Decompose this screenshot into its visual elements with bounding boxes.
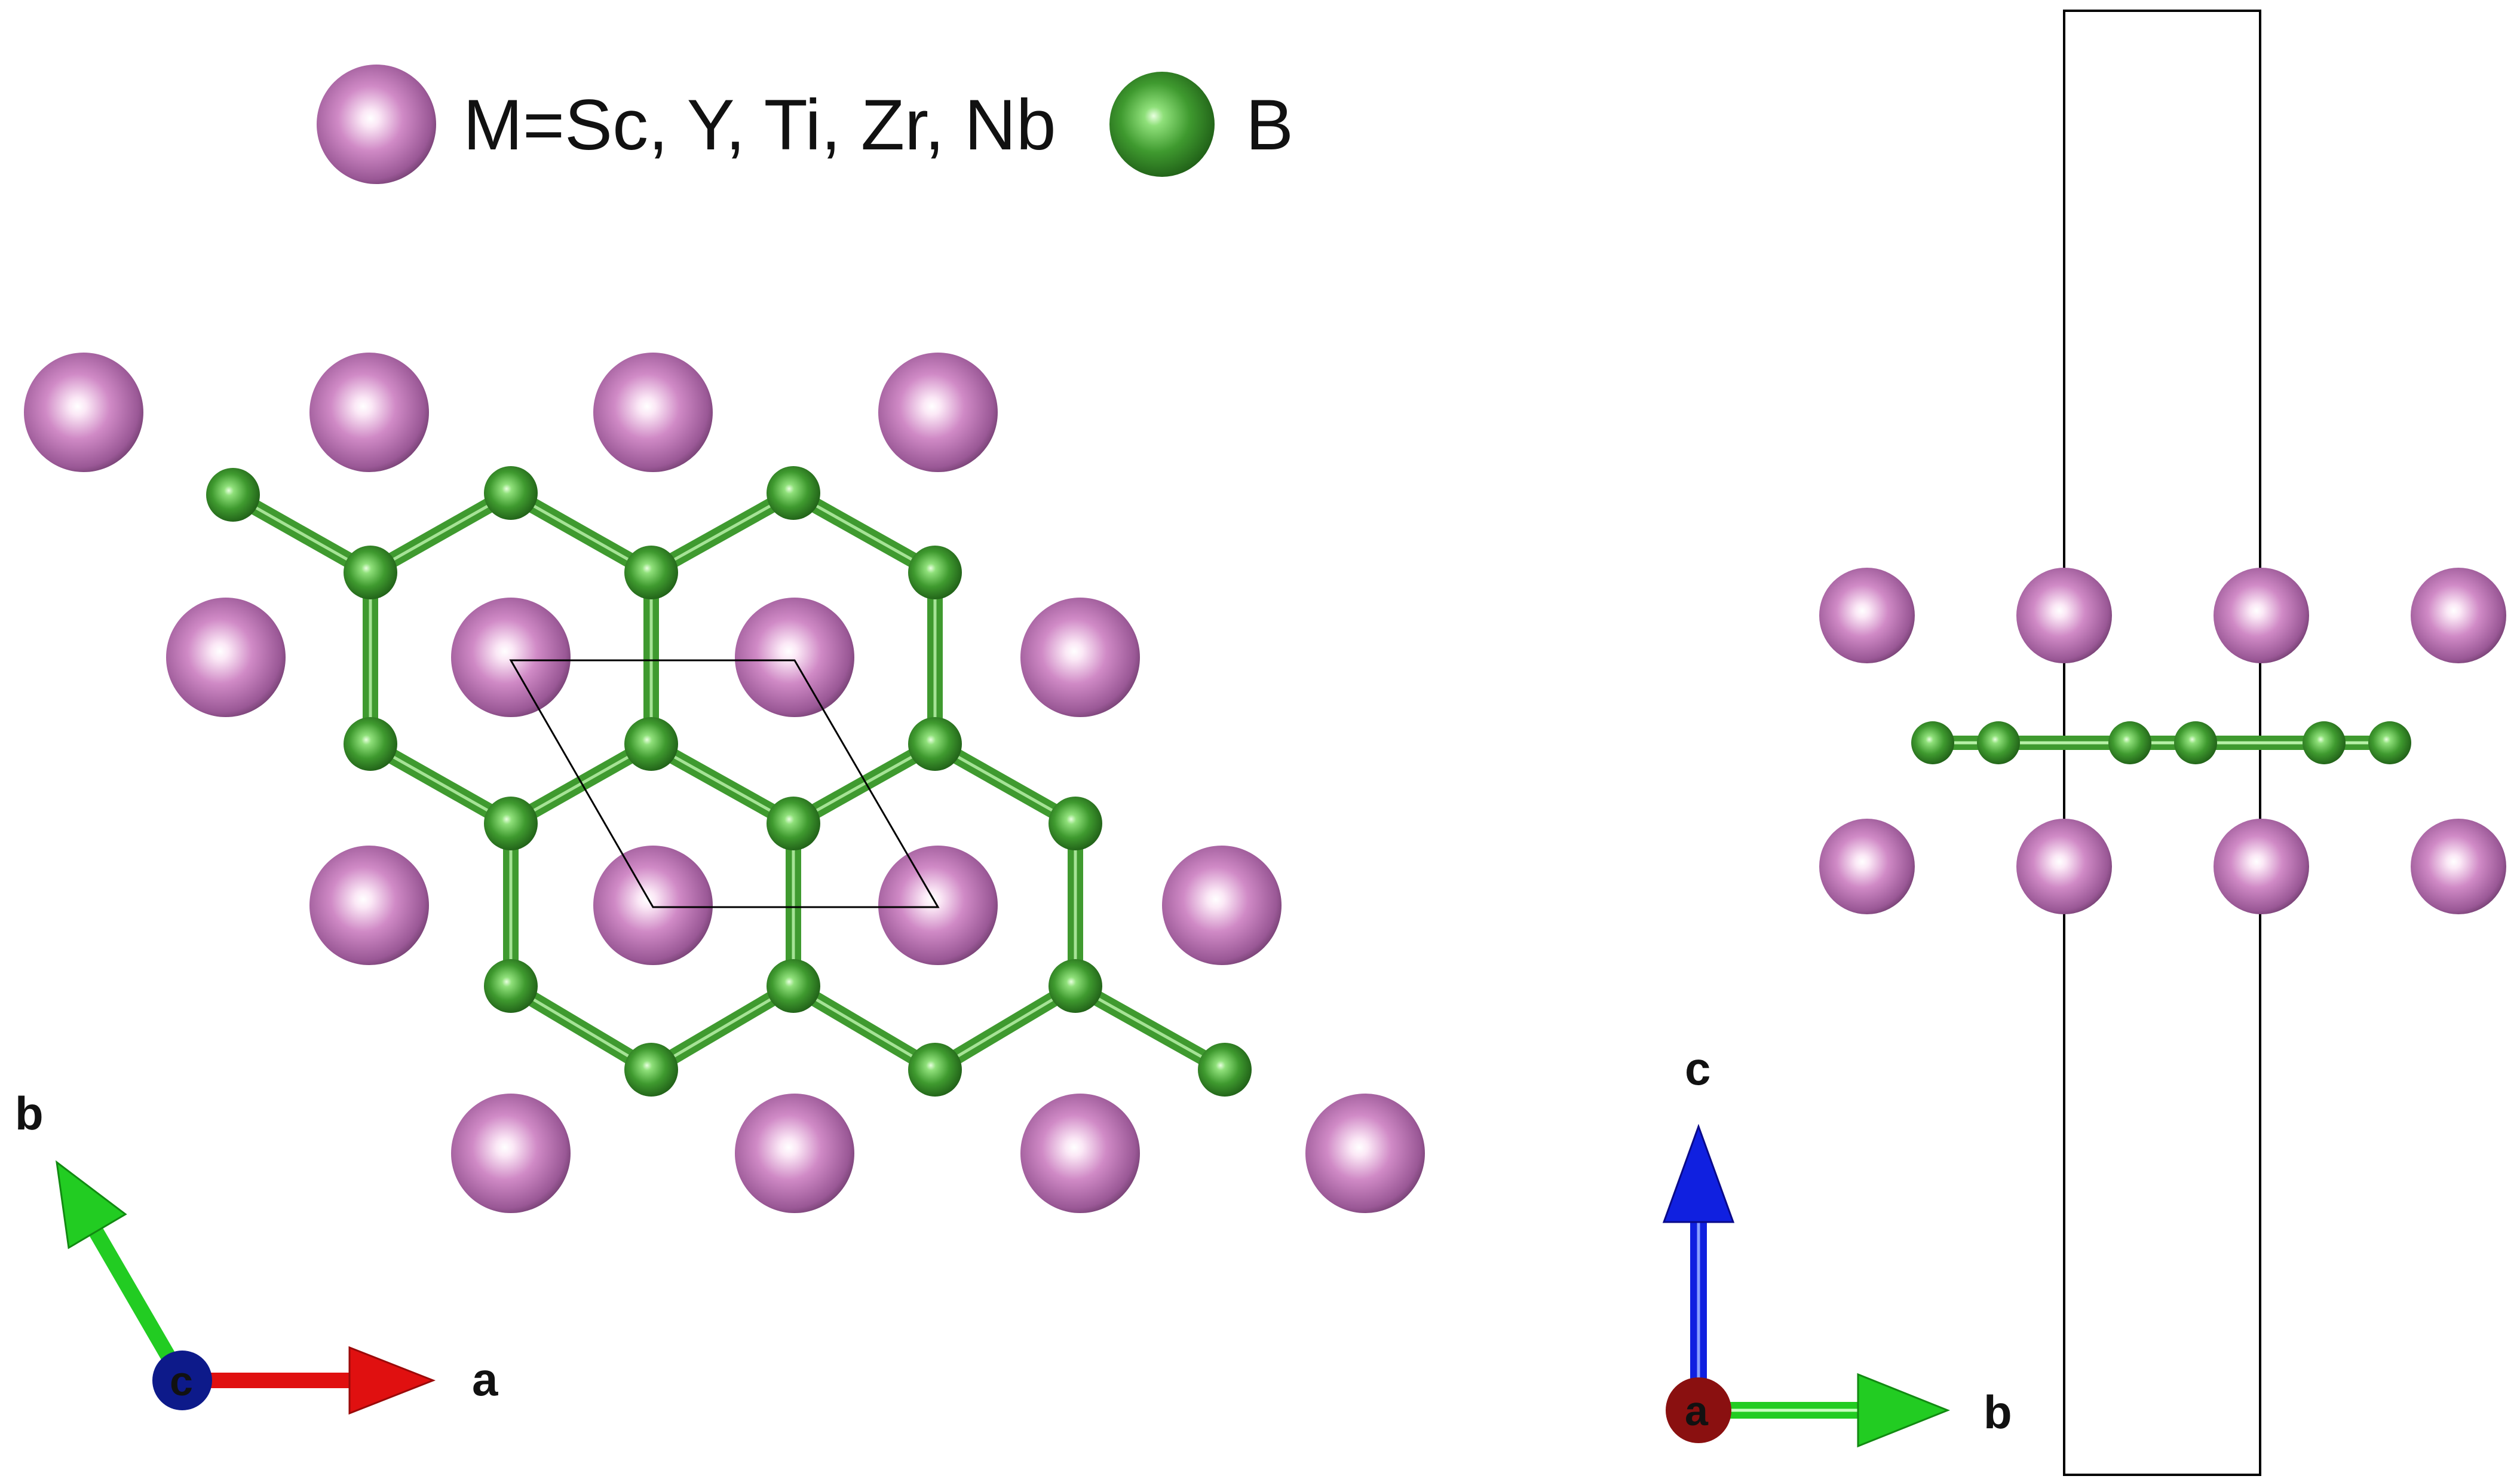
- axis-a-origin: [1666, 1377, 1731, 1443]
- boron-atom: [1911, 721, 1954, 764]
- boron-atom: [767, 959, 820, 1013]
- side-view-axes: a c b: [1662, 1042, 2012, 1448]
- boron-atom: [2108, 721, 2151, 764]
- metal-atom: [166, 598, 286, 717]
- boron-atom: [2303, 721, 2346, 764]
- axis-b-arrowhead: [56, 1160, 127, 1250]
- metal-atom: [1305, 1094, 1425, 1213]
- boron-atom: [484, 797, 538, 850]
- metal-atom: [1162, 846, 1282, 965]
- metal-atom: [24, 353, 143, 472]
- boron-atom: [908, 717, 962, 771]
- boron-atom: [767, 466, 820, 520]
- boron-atom: [1049, 797, 1102, 850]
- legend-metal-label: M=Sc, Y, Ti, Zr, Nb: [463, 85, 1056, 165]
- metal-atom: [451, 1094, 571, 1213]
- metal-atom: [2411, 819, 2506, 914]
- metal-atom: [2016, 819, 2112, 914]
- metal-atom: [735, 598, 854, 717]
- metal-atom: [309, 846, 429, 965]
- boron-atom: [344, 546, 397, 599]
- metal-atom: [2214, 819, 2309, 914]
- metal-atom: [1020, 1094, 1140, 1213]
- metal-atom: [451, 598, 571, 717]
- metal-atom: [593, 353, 713, 472]
- side-view-metal-atoms: [1819, 568, 2506, 914]
- metal-atom: [878, 846, 998, 965]
- side-view-boron-layer: [1911, 721, 2411, 764]
- metal-atom: [1819, 568, 1915, 663]
- axis-a-label: a: [1685, 1388, 1709, 1434]
- top-view-boron-atoms: [206, 466, 1252, 1097]
- boron-atom: [624, 717, 678, 771]
- top-view-axes: c a b: [15, 1087, 498, 1415]
- axis-b-label: b: [1983, 1386, 2012, 1438]
- metal-atom: [2411, 568, 2506, 663]
- boron-atom: [2368, 721, 2411, 764]
- boron-atom: [624, 546, 678, 599]
- axis-c-label: c: [170, 1358, 193, 1404]
- boron-atom: [1049, 959, 1102, 1013]
- legend-boron-label: B: [1246, 85, 1293, 165]
- metal-atom: [1020, 598, 1140, 717]
- metal-atom: [735, 1094, 854, 1213]
- boron-atom: [908, 546, 962, 599]
- boron-atom: [2174, 721, 2217, 764]
- axis-b-label: b: [15, 1087, 44, 1140]
- metal-atom: [309, 353, 429, 472]
- metal-atom: [2016, 568, 2112, 663]
- legend-boron-atom: [1109, 72, 1215, 177]
- axis-c-label: c: [1685, 1042, 1710, 1095]
- boron-atom: [1198, 1043, 1252, 1097]
- metal-atom: [2214, 568, 2309, 663]
- axis-c-origin: [152, 1351, 212, 1410]
- axis-b-arrowhead: [1857, 1373, 1951, 1448]
- boron-atom: [1977, 721, 2020, 764]
- axis-c-arrowhead: [1662, 1123, 1735, 1223]
- side-view-boron-atoms: [1911, 721, 2411, 764]
- top-view-unit-cell: [509, 659, 940, 908]
- top-view-bonds: [225, 485, 1233, 1077]
- boron-atom: [484, 959, 538, 1013]
- boron-atom: [344, 717, 397, 771]
- boron-atom: [624, 1043, 678, 1097]
- axis-a-arrowhead: [348, 1346, 436, 1415]
- legend-metal-atom: [317, 65, 436, 184]
- metal-atom: [878, 353, 998, 472]
- boron-atom: [908, 1043, 962, 1097]
- boron-atom: [484, 466, 538, 520]
- boron-atom: [767, 797, 820, 850]
- metal-atom: [1819, 819, 1915, 914]
- legend: M=Sc, Y, Ti, Zr, Nb B: [317, 65, 1293, 184]
- top-view-metal-atoms: [24, 353, 1425, 1213]
- boron-atom: [206, 468, 260, 522]
- axis-a-label: a: [472, 1353, 498, 1405]
